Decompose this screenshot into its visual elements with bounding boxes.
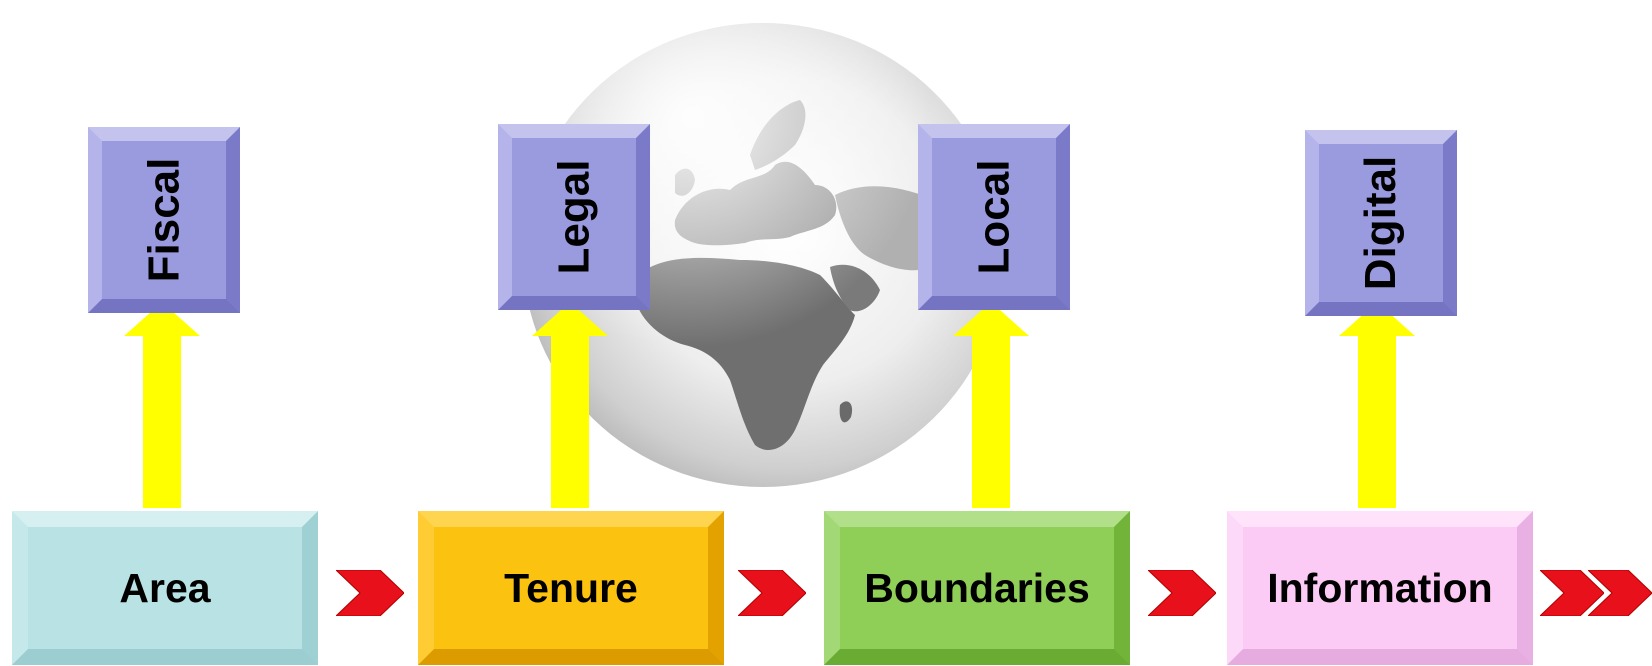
output-box-local: Local [918, 124, 1070, 310]
step-box-information: Information [1227, 511, 1533, 665]
step-label-area: Area [119, 564, 211, 611]
up-arrow-icon [532, 302, 608, 508]
output-label-legal: Legal [548, 159, 598, 275]
chevron-right-icon [1148, 570, 1216, 616]
chevron-right-icon [1540, 570, 1604, 616]
step-box-boundaries: Boundaries [824, 511, 1130, 665]
output-label-local: Local [968, 159, 1018, 275]
up-arrow-icon [124, 302, 200, 508]
step-label-tenure: Tenure [504, 564, 638, 611]
step-box-area: Area [12, 511, 318, 665]
up-arrow-icon [1339, 302, 1415, 508]
output-box-digital: Digital [1305, 130, 1457, 316]
output-label-fiscal: Fiscal [139, 157, 188, 283]
chevron-right-icon [1588, 570, 1652, 616]
step-box-tenure: Tenure [418, 511, 724, 665]
step-label-boundaries: Boundaries [864, 564, 1090, 611]
chevron-right-icon [336, 570, 404, 616]
step-label-information: Information [1267, 564, 1493, 611]
chevron-right-icon [738, 570, 806, 616]
output-label-digital: Digital [1355, 155, 1405, 291]
up-arrow-icon [953, 302, 1029, 508]
output-box-legal: Legal [498, 124, 650, 310]
output-box-fiscal: Fiscal [88, 127, 240, 313]
